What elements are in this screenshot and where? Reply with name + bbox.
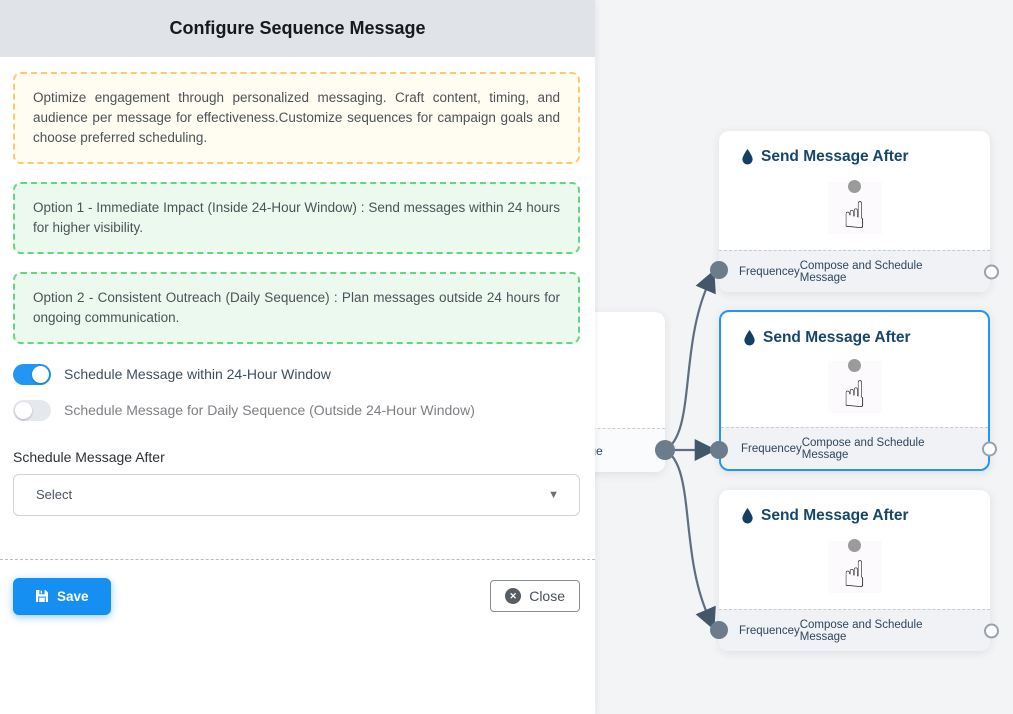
sequence-message-node-partial[interactable]: ce Message xyxy=(595,312,665,472)
x-circle-icon: ✕ xyxy=(505,588,522,605)
flow-canvas[interactable]: ce Message Send Message After ☝ Frequenc… xyxy=(595,0,1013,714)
send-message-node-3[interactable]: Send Message After ☝ Frequencey Compose … xyxy=(719,490,999,651)
toggle-row-daily: Schedule Message for Daily Sequence (Out… xyxy=(13,399,580,421)
node-footer: Frequencey Compose and Schedule Message xyxy=(719,609,999,651)
hand-pointer-icon: ☝ xyxy=(827,180,882,234)
page-title: Configure Sequence Message xyxy=(169,18,426,38)
chevron-down-icon: ▼ xyxy=(548,488,559,501)
compose-handle-label: Compose and Schedule Message xyxy=(799,259,923,284)
node-body[interactable]: ☝ xyxy=(719,525,990,609)
hand-pointer-icon: ☝ xyxy=(827,539,882,593)
select-value: Select xyxy=(36,487,73,503)
click-dot xyxy=(847,539,861,552)
hand-pointer-icon: ☝ xyxy=(827,359,882,413)
toggle-daily-label: Schedule Message for Daily Sequence (Out… xyxy=(64,402,475,419)
compose-handle-label: Compose and Schedule Message xyxy=(799,618,923,643)
floppy-disk-icon xyxy=(36,590,48,603)
panel-body: Optimize engagement through personalized… xyxy=(0,57,595,615)
water-droplet-icon xyxy=(742,508,753,524)
click-dot xyxy=(847,180,861,193)
schedule-after-select[interactable]: Select ▼ xyxy=(13,473,580,516)
toggle-daily-sequence[interactable] xyxy=(13,399,51,421)
compose-handle-label: Compose and Schedule Message xyxy=(801,436,925,461)
save-button[interactable]: Save xyxy=(13,577,111,615)
node-title: Send Message After xyxy=(719,131,990,166)
source-handle[interactable] xyxy=(984,623,999,638)
toggle-24hr-label: Schedule Message within 24-Hour Window xyxy=(64,366,331,383)
node-footer: Frequencey Compose and Schedule Message xyxy=(721,427,997,469)
node-footer: ce Message xyxy=(595,428,665,472)
frequency-handle-label: Frequencey xyxy=(739,624,800,637)
footer-divider xyxy=(0,558,595,560)
water-droplet-icon xyxy=(742,149,753,165)
option2-note-box: Option 2 - Consistent Outreach (Daily Se… xyxy=(13,271,580,344)
node-body[interactable]: ☝ xyxy=(719,166,990,250)
toggle-knob xyxy=(32,365,49,383)
panel-header: Configure Sequence Message xyxy=(0,0,595,57)
send-message-node-1[interactable]: Send Message After ☝ Frequencey Compose … xyxy=(719,131,999,292)
node-body xyxy=(595,312,665,428)
schedule-after-label: Schedule Message After xyxy=(13,448,165,465)
close-label: Close xyxy=(529,588,565,605)
configure-sequence-panel: Configure Sequence Message Optimize enga… xyxy=(0,0,595,714)
source-handle[interactable] xyxy=(982,441,997,456)
close-button[interactable]: ✕ Close xyxy=(490,580,580,613)
toggle-knob xyxy=(15,401,32,419)
send-message-node-2[interactable]: Send Message After ☝ Frequencey Compose … xyxy=(719,310,997,471)
click-dot xyxy=(847,359,861,372)
toggle-24hr-window[interactable] xyxy=(13,363,51,385)
frequency-handle-label: Frequencey xyxy=(739,265,800,278)
node-title: Send Message After xyxy=(721,312,988,347)
toggle-row-24hr: Schedule Message within 24-Hour Window xyxy=(13,363,580,385)
node-footer: Frequencey Compose and Schedule Message xyxy=(719,250,999,292)
save-label: Save xyxy=(57,588,89,604)
water-droplet-icon xyxy=(744,330,755,346)
frequency-handle-label: Frequencey xyxy=(741,442,802,455)
footer-actions: Save ✕ Close xyxy=(13,577,580,615)
source-handle[interactable] xyxy=(984,264,999,279)
node-footer-label: ce Message xyxy=(595,443,603,458)
node-body[interactable]: ☝ xyxy=(721,347,988,427)
option1-note-box: Option 1 - Immediate Impact (Inside 24-H… xyxy=(13,181,580,254)
info-note-box: Optimize engagement through personalized… xyxy=(13,72,580,164)
node-title: Send Message After xyxy=(719,490,990,525)
